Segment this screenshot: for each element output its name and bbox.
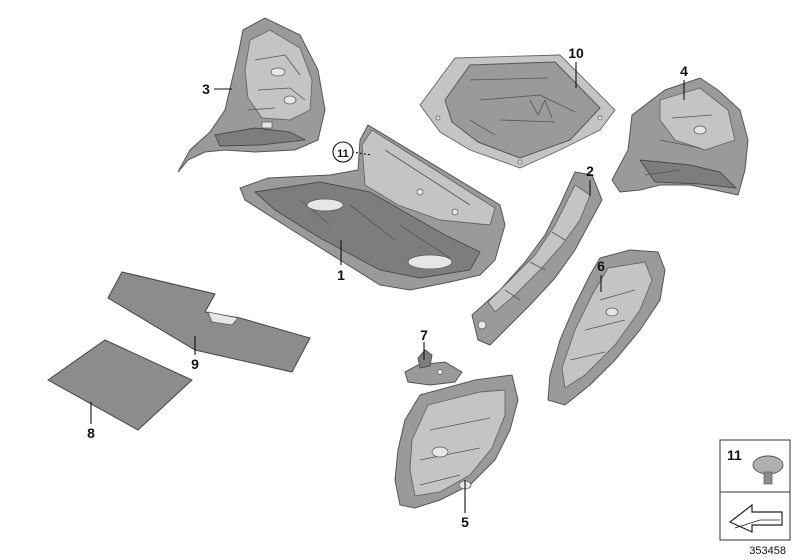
callout-7: 7	[420, 327, 428, 343]
push-clip-icon	[752, 455, 784, 485]
callout-4: 4	[680, 63, 688, 79]
part-4-right-arch-insulation[interactable]	[611, 77, 749, 196]
callout-8: 8	[87, 425, 95, 441]
part-8-floor-mat[interactable]	[47, 339, 193, 431]
callout-11-circle	[332, 141, 354, 163]
callout-1: 1	[337, 267, 345, 283]
part-1-luggage-floor-insulation[interactable]	[239, 124, 506, 291]
callout-6: 6	[597, 258, 605, 274]
legend-box: 11	[719, 439, 791, 541]
callout-5: 5	[461, 514, 469, 530]
callout-11-circled: 11	[337, 148, 349, 160]
part-10-spare-wheel-cover[interactable]	[419, 54, 616, 169]
callout-10: 10	[568, 45, 584, 61]
callout-9: 9	[191, 356, 199, 372]
callouts: 1 2 3 4 5 6 7 8 9 10 11	[87, 45, 688, 530]
part-3-left-arch-insulation[interactable]	[177, 17, 326, 173]
leader-lines	[90, 62, 685, 513]
part-9-floor-mat-notched[interactable]	[107, 271, 311, 373]
part-5-left-side-panel[interactable]	[394, 374, 519, 509]
legend-item-number: 11	[727, 447, 742, 463]
part-2-side-insulation-strip[interactable]	[471, 171, 603, 346]
callout-2: 2	[586, 163, 594, 179]
part-7-small-insulation-piece[interactable]	[404, 349, 463, 386]
direction-arrow-icon	[728, 503, 783, 533]
callout-3: 3	[202, 81, 210, 97]
diagram-id: 353458	[749, 545, 786, 557]
part-6-right-side-panel[interactable]	[547, 249, 666, 406]
